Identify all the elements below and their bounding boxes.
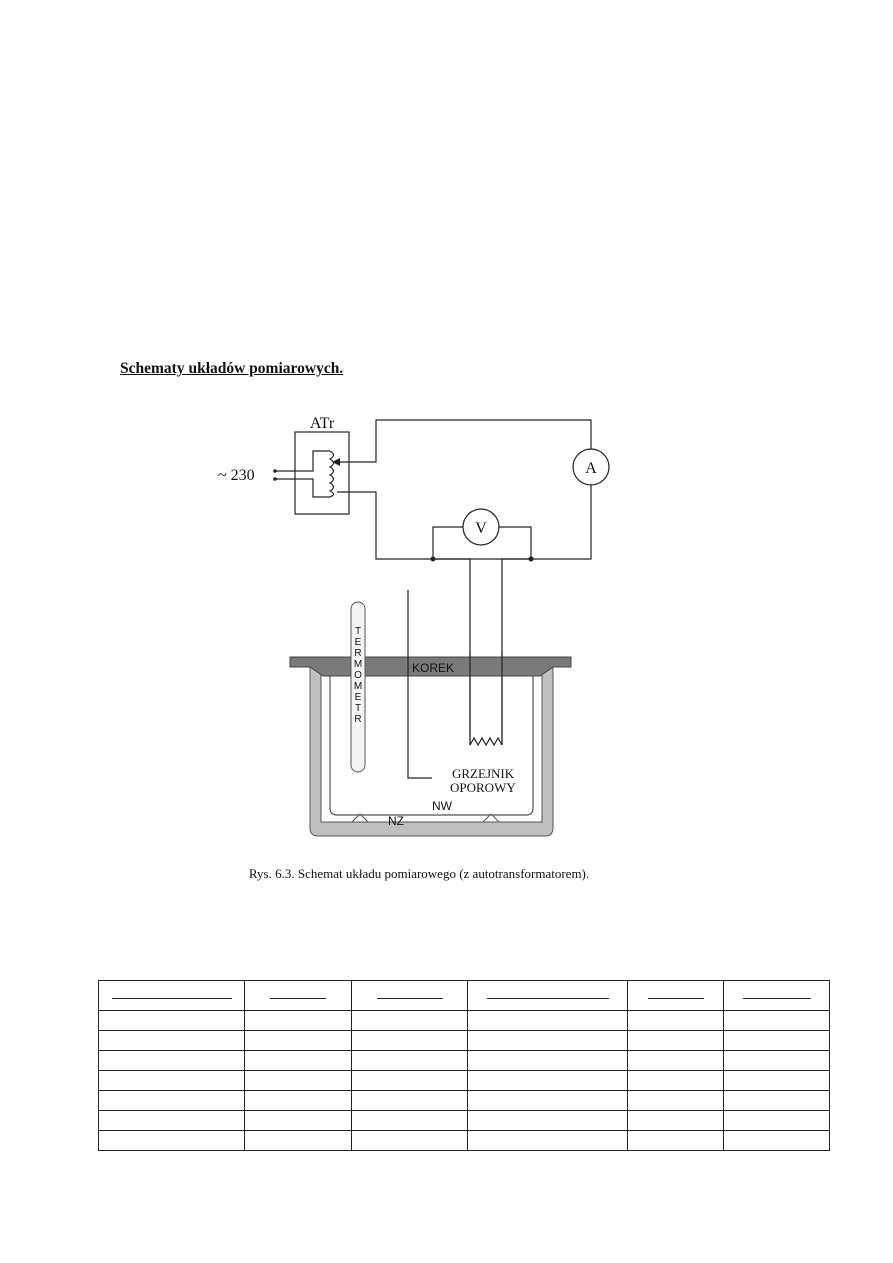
autotransformer-box (294, 431, 350, 515)
table-cell (244, 1110, 352, 1131)
table-cell (723, 1070, 830, 1091)
table-cell (467, 1030, 628, 1051)
thermometer-label: T E R M O M E T R (354, 626, 362, 725)
figure-caption-text: Rys. 6.3. Schemat układu pomiarowego (z … (248, 866, 590, 881)
thermometer-letter: M (354, 681, 362, 692)
table-cell (351, 1090, 468, 1111)
table-cell (627, 1030, 724, 1051)
table-header-cell (351, 980, 468, 1011)
thermometer-letter: R (354, 648, 361, 659)
table-row (98, 1070, 830, 1091)
table-cell (351, 1110, 468, 1131)
heater-leads-over-lid (469, 650, 503, 745)
thermometer-letter: T (355, 703, 361, 714)
table-row (98, 1110, 830, 1131)
heater-pointer-line (407, 590, 432, 779)
table-row (98, 1030, 830, 1051)
measurement-table (98, 980, 830, 1151)
thermometer-letter: O (354, 670, 362, 681)
table-cell (723, 1050, 830, 1071)
table-cell (244, 1050, 352, 1071)
ammeter-symbol (572, 448, 610, 486)
table-row (98, 1050, 830, 1071)
thermometer (350, 601, 366, 773)
table-cell (627, 1130, 724, 1151)
table-cell (98, 1070, 245, 1091)
section-heading: Schematy układów pomiarowych. (120, 360, 344, 377)
vessel-support-left (351, 813, 369, 823)
outer-vessel-label: NZ (388, 814, 404, 828)
supply-terminal-top (273, 469, 277, 473)
table-header-cell (467, 980, 628, 1011)
table-cell (723, 1130, 830, 1151)
thermometer-letter: E (355, 692, 362, 703)
table-row (98, 1010, 830, 1031)
table-cell (98, 1130, 245, 1151)
voltmeter-symbol (462, 508, 500, 546)
table-cell (723, 1030, 830, 1051)
thermometer-letter: R (354, 714, 361, 725)
table-cell (467, 1050, 628, 1071)
figure-caption: Rys. 6.3. Schemat układu pomiarowego (z … (0, 866, 893, 882)
supply-terminal-bottom (273, 477, 277, 481)
table-cell (244, 1130, 352, 1151)
table-cell (467, 1110, 628, 1131)
table-cell (98, 1010, 245, 1031)
table-cell (98, 1090, 245, 1111)
table-cell (244, 1030, 352, 1051)
heater-label-line1: GRZEJNIK (452, 766, 515, 781)
table-cell (467, 1010, 628, 1031)
table-cell (244, 1070, 352, 1091)
inner-vessel (329, 667, 534, 816)
table-cell (351, 1070, 468, 1091)
table-cell (467, 1130, 628, 1151)
ammeter-label: A (585, 460, 597, 477)
table-cell (723, 1110, 830, 1131)
table-cell (98, 1110, 245, 1131)
table-header-cell (723, 980, 830, 1011)
table-cell (627, 1090, 724, 1111)
table-cell (244, 1090, 352, 1111)
table-header-cell (98, 980, 245, 1011)
table-header-cell (627, 980, 724, 1011)
heater-label-line2: OPOROWY (450, 780, 516, 795)
table-header-row (98, 980, 830, 1011)
autotransformer-slider-arrow (332, 458, 340, 466)
table-row (98, 1130, 830, 1151)
table-cell (627, 1070, 724, 1091)
junction-dot-left (430, 556, 436, 562)
table-cell (351, 1010, 468, 1031)
table-cell (627, 1050, 724, 1071)
table-cell (244, 1010, 352, 1031)
heater-resistor (469, 736, 503, 747)
thermometer-letter: E (355, 637, 362, 648)
table-cell (723, 1090, 830, 1111)
thermometer-letter: T (355, 626, 361, 637)
table-cell (467, 1090, 628, 1111)
table-cell (98, 1030, 245, 1051)
table-cell (351, 1130, 468, 1151)
autotransformer-label: ATr (310, 415, 335, 432)
vessel-support-right (482, 813, 500, 823)
table-cell (723, 1010, 830, 1031)
junction-dot-right (528, 556, 534, 562)
table-cell (467, 1070, 628, 1091)
inner-vessel-label: NW (432, 799, 453, 813)
voltmeter-label: V (475, 520, 487, 537)
table-cell (627, 1110, 724, 1131)
table-cell (351, 1030, 468, 1051)
supply-label: ~ 230 (218, 467, 255, 484)
thermometer-letter: M (354, 659, 362, 670)
lid-label: KOREK (412, 661, 454, 675)
table-cell (351, 1050, 468, 1071)
table-row (98, 1090, 830, 1111)
autotransformer-winding (275, 450, 335, 498)
table-header-cell (244, 980, 352, 1011)
table-cell (627, 1010, 724, 1031)
table-cell (98, 1050, 245, 1071)
